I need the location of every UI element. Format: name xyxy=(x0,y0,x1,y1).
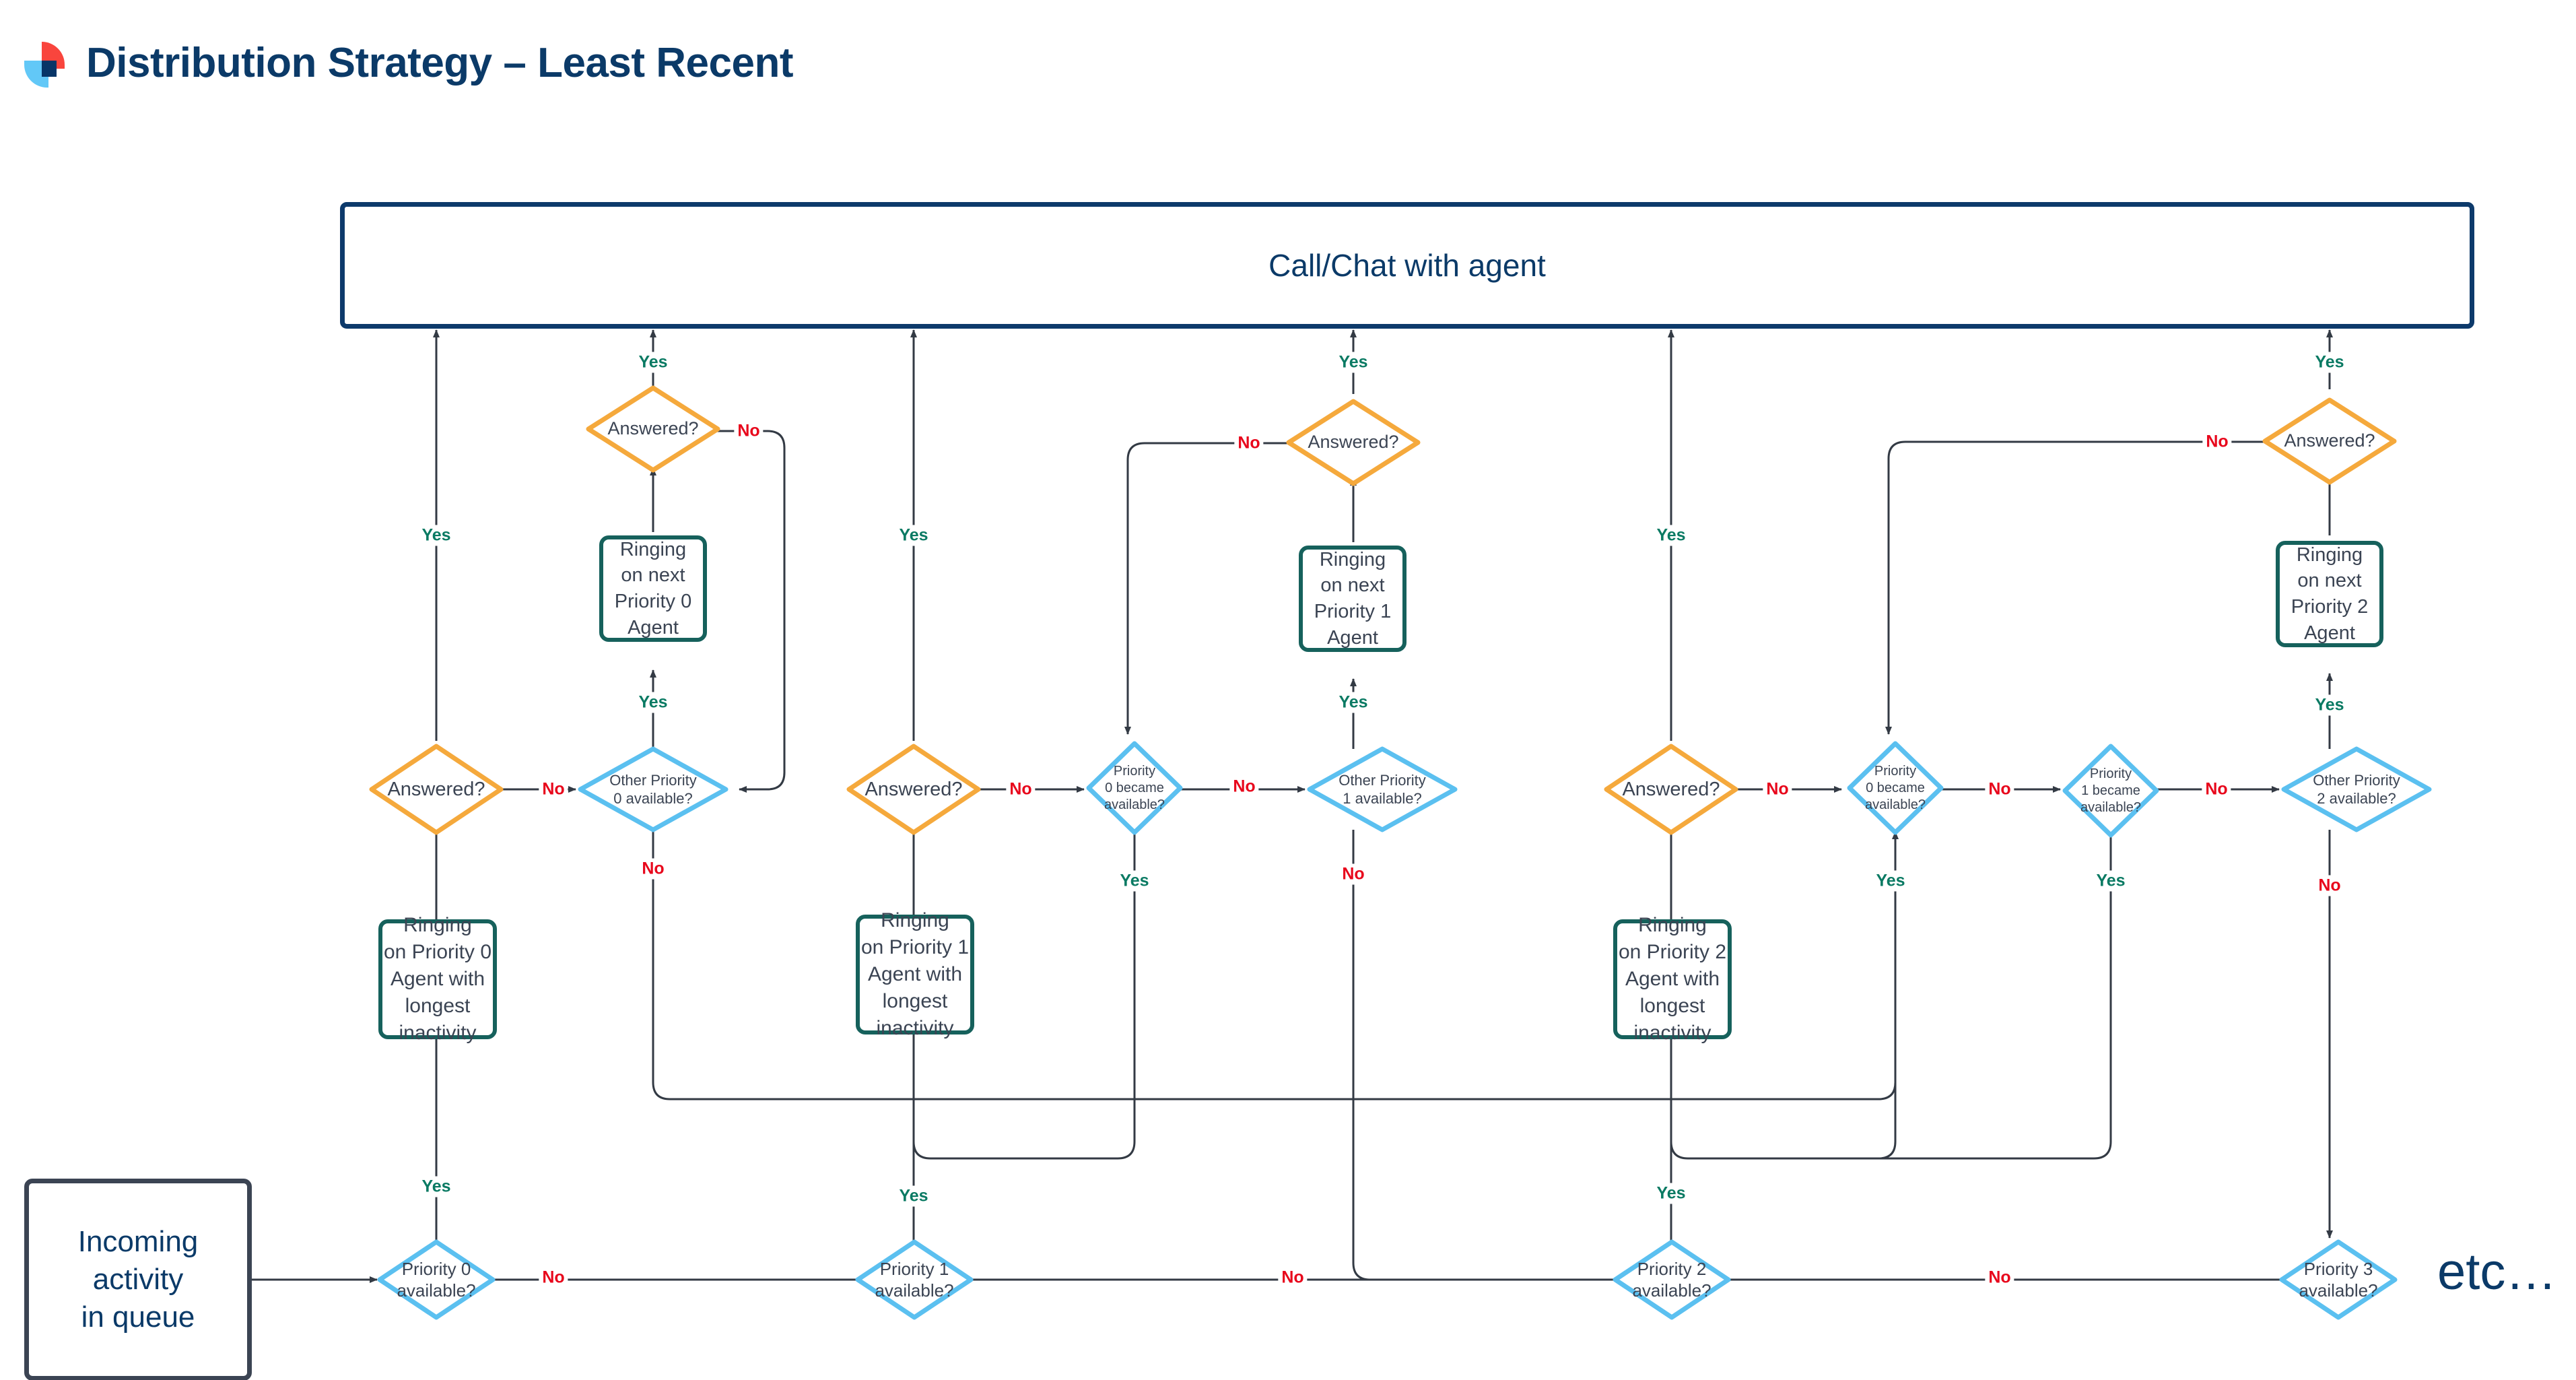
diamond-shape xyxy=(1086,741,1183,835)
edge-label-no: No xyxy=(1229,776,1259,797)
edge-label-yes: Yes xyxy=(1653,1183,1689,1204)
node-ringing-priority-2-longest-inactivity[interactable]: Ringing on Priority 2 Agent with longest… xyxy=(1613,914,1732,1044)
node-answered-c1-low[interactable]: Answered? xyxy=(846,744,981,835)
edge-label-no: No xyxy=(2315,875,2344,896)
node-ringing-priority-0-longest-inactivity[interactable]: Ringing on Priority 0 Agent with longest… xyxy=(378,914,497,1044)
diamond-shape xyxy=(2281,746,2432,832)
edge-label-no: No xyxy=(1985,1267,2014,1288)
edge-label-no: No xyxy=(2202,431,2232,453)
edge-label-no: No xyxy=(1763,779,1792,800)
edge-label-yes: Yes xyxy=(2311,694,2348,716)
etc-label: etc… xyxy=(2437,1243,2557,1301)
node-ringing-priority-1-longest-inactivity[interactable]: Ringing on Priority 1 Agent with longest… xyxy=(856,909,974,1039)
node-answered-c2-low[interactable]: Answered? xyxy=(1604,744,1738,835)
node-label: Ringing on next Priority 1 Agent xyxy=(1314,548,1392,649)
diamond-shape xyxy=(369,744,504,835)
diamond-shape xyxy=(1613,1239,1731,1320)
edge-label-no: No xyxy=(1278,1267,1308,1288)
diamond-shape xyxy=(855,1239,974,1320)
node-label: Ringing on next Priority 2 Agent xyxy=(2291,544,2369,644)
diamond-shape xyxy=(1604,744,1738,835)
edge-label-yes: Yes xyxy=(895,1185,932,1207)
edge-label-yes: Yes xyxy=(418,525,454,546)
node-priority-0-available[interactable]: Priority 0 available? xyxy=(377,1239,496,1320)
talkdesk-logo-icon xyxy=(24,42,66,88)
node-label: Call/Chat with agent xyxy=(1268,248,1546,283)
node-answered-c0-high[interactable]: Answered? xyxy=(586,385,720,473)
node-priority-0-became-available-c2[interactable]: Priority 0 became available? xyxy=(1847,741,1944,835)
diamond-shape xyxy=(377,1239,496,1320)
node-answered-c2-high[interactable]: Answered? xyxy=(2262,397,2397,485)
node-priority-1-became-available-c2[interactable]: Priority 1 became available? xyxy=(2062,744,2159,838)
node-answered-c0-low[interactable]: Answered? xyxy=(369,744,504,835)
edge-label-yes: Yes xyxy=(635,692,671,713)
edge-label-yes: Yes xyxy=(895,525,932,546)
node-other-priority-2-available[interactable]: Other Priority 2 available? xyxy=(2281,746,2432,832)
edge-label-yes: Yes xyxy=(635,352,671,373)
page-title: Distribution Strategy – Least Recent xyxy=(86,40,794,86)
diamond-shape xyxy=(578,746,728,832)
edge-label-no: No xyxy=(1338,863,1368,885)
edge-label-no: No xyxy=(1006,779,1036,800)
edge-label-yes: Yes xyxy=(1335,352,1371,373)
node-label: Incoming activity in queue xyxy=(77,1224,199,1334)
diamond-shape xyxy=(2262,397,2397,485)
edge-label-yes: Yes xyxy=(1335,692,1371,713)
node-incoming-activity-in-queue[interactable]: Incoming activity in queue xyxy=(24,1179,252,1380)
node-label: Ringing on Priority 0 Agent with longest… xyxy=(383,914,492,1044)
edge-label-no: No xyxy=(2202,779,2231,800)
diamond-shape xyxy=(586,385,720,473)
node-other-priority-1-available[interactable]: Other Priority 1 available? xyxy=(1307,746,1458,832)
edge-label-no: No xyxy=(638,858,668,880)
diamond-shape xyxy=(1847,741,1944,835)
edge-label-yes: Yes xyxy=(418,1176,454,1197)
edge-label-no: No xyxy=(1985,779,2014,800)
page-header: Distribution Strategy – Least Recent xyxy=(0,0,2576,128)
edge-label-yes: Yes xyxy=(2311,352,2348,373)
node-other-priority-0-available[interactable]: Other Priority 0 available? xyxy=(578,746,728,832)
edge-label-yes: Yes xyxy=(1872,870,1909,892)
logo-navy-square xyxy=(42,61,57,77)
edge-label-yes: Yes xyxy=(2093,870,2129,892)
edge-label-yes: Yes xyxy=(1653,525,1689,546)
diamond-shape xyxy=(2062,744,2159,838)
diamond-shape xyxy=(846,744,981,835)
edge-label-no: No xyxy=(539,779,568,800)
node-ringing-next-priority-1-agent[interactable]: Ringing on next Priority 1 Agent xyxy=(1299,546,1406,652)
node-label: Ringing on next Priority 0 Agent xyxy=(614,538,692,638)
node-priority-2-available[interactable]: Priority 2 available? xyxy=(1613,1239,1731,1320)
node-priority-1-available[interactable]: Priority 1 available? xyxy=(855,1239,974,1320)
node-ringing-next-priority-0-agent[interactable]: Ringing on next Priority 0 Agent xyxy=(599,535,707,642)
node-call-chat-with-agent[interactable]: Call/Chat with agent xyxy=(340,202,2474,329)
edge-label-yes: Yes xyxy=(1116,870,1153,892)
node-answered-c1-high[interactable]: Answered? xyxy=(1286,399,1421,486)
node-priority-3-available[interactable]: Priority 3 available? xyxy=(2279,1239,2398,1320)
node-ringing-next-priority-2-agent[interactable]: Ringing on next Priority 2 Agent xyxy=(2276,541,2383,647)
edge-label-no: No xyxy=(539,1267,568,1288)
node-priority-0-became-available-c1[interactable]: Priority 0 became available? xyxy=(1086,741,1183,835)
node-label: Ringing on Priority 1 Agent with longest… xyxy=(860,909,970,1039)
edge-label-no: No xyxy=(734,420,764,442)
edge-label-no: No xyxy=(1234,432,1264,454)
node-label: Ringing on Priority 2 Agent with longest… xyxy=(1618,914,1727,1044)
diamond-shape xyxy=(1307,746,1458,832)
diamond-shape xyxy=(1286,399,1421,486)
diamond-shape xyxy=(2279,1239,2398,1320)
